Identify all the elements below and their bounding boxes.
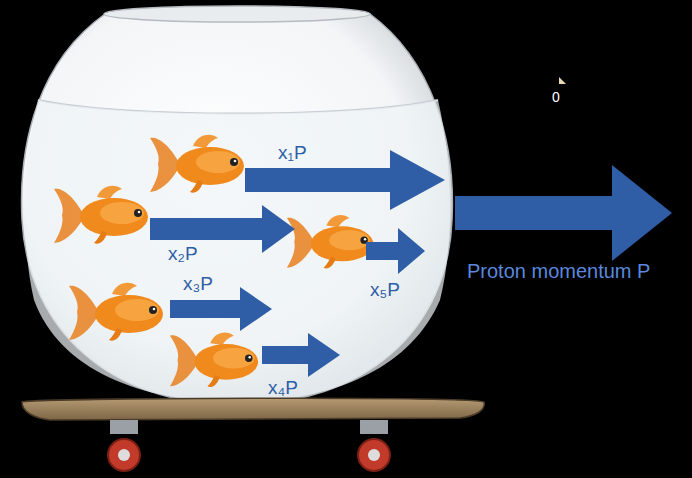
truck bbox=[110, 420, 138, 434]
momentum-label: x₃P bbox=[183, 274, 213, 295]
bowl-rim bbox=[104, 6, 370, 22]
wheel bbox=[358, 439, 390, 471]
momentum-label: x₄P bbox=[268, 378, 298, 399]
skateboard-deck bbox=[22, 398, 484, 420]
goldfish bbox=[54, 186, 148, 244]
wheel bbox=[108, 439, 140, 471]
cursor-mark bbox=[559, 77, 566, 84]
wheel-hub bbox=[368, 449, 380, 461]
goldfish bbox=[287, 215, 373, 268]
goldfish bbox=[150, 135, 244, 193]
momentum-label: x₅P bbox=[370, 280, 400, 301]
momentum-arrow bbox=[366, 228, 425, 274]
momentum-label: x₁P bbox=[278, 143, 307, 164]
water bbox=[25, 100, 450, 402]
callout-number: 0 bbox=[552, 90, 560, 105]
goldfish bbox=[170, 333, 258, 387]
proton-arrow bbox=[455, 165, 672, 261]
wheel-hub bbox=[118, 449, 130, 461]
goldfish bbox=[69, 283, 163, 341]
truck bbox=[360, 420, 388, 434]
fish-bowl bbox=[22, 14, 453, 405]
momentum-label: x₂P bbox=[168, 244, 198, 265]
proton-momentum-label: Proton momentum P bbox=[467, 260, 650, 282]
momentum-arrow bbox=[245, 150, 445, 210]
momentum-arrow bbox=[262, 333, 340, 377]
